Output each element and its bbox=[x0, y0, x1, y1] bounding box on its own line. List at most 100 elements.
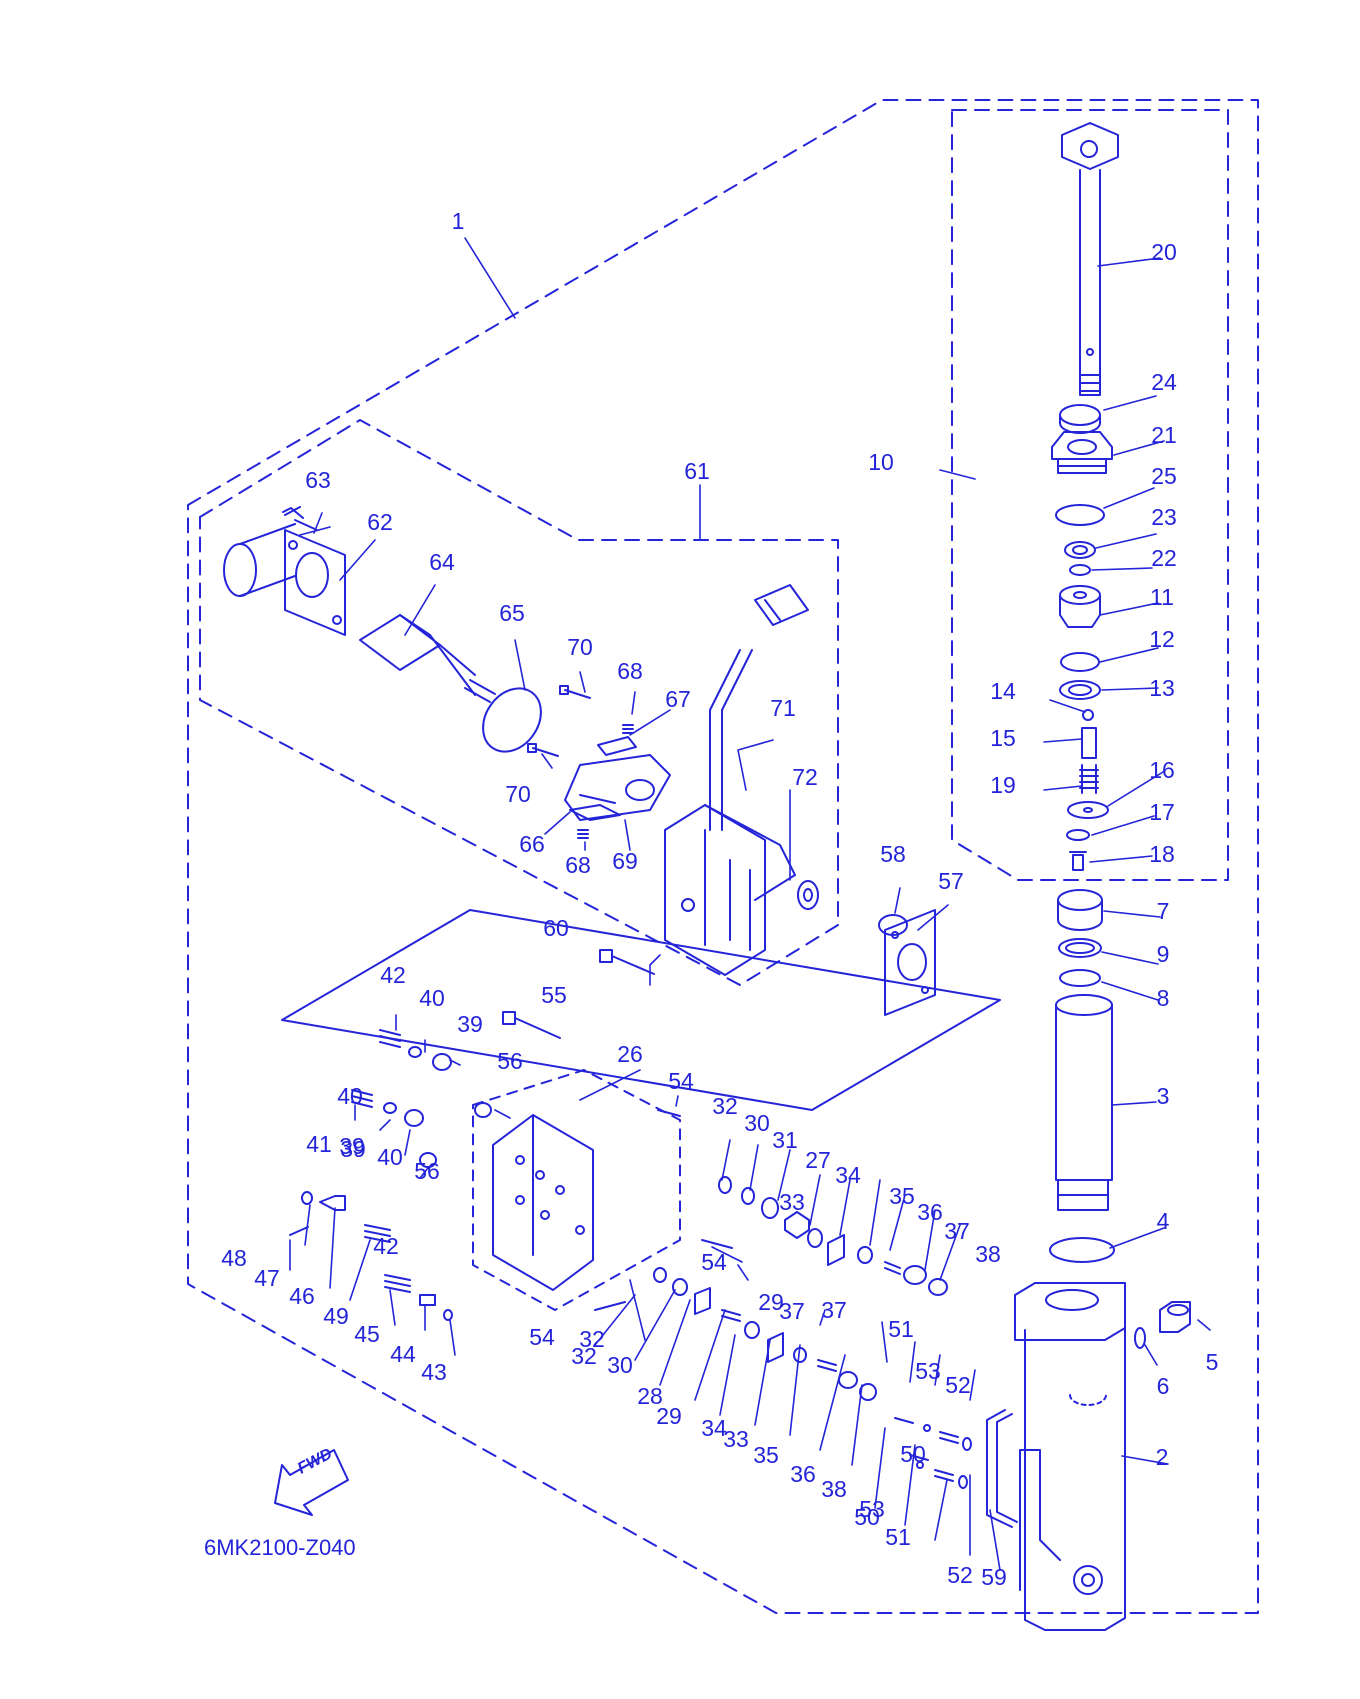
part-23 bbox=[1064, 541, 1096, 559]
spring-68a bbox=[622, 724, 634, 734]
piston-7 bbox=[1057, 889, 1103, 931]
screw-70a bbox=[559, 685, 591, 699]
callout-71-70: 71 bbox=[770, 695, 796, 721]
callout-53-84: 53 bbox=[859, 1496, 885, 1522]
bushing-72 bbox=[797, 880, 819, 910]
callout-10-9: 10 bbox=[868, 449, 894, 475]
callout-61-60: 61 bbox=[684, 458, 710, 484]
callout-45-44: 45 bbox=[354, 1321, 380, 1347]
callout-67-66: 67 bbox=[665, 686, 691, 712]
callout-69-68: 69 bbox=[612, 848, 638, 874]
callout-57-56: 57 bbox=[938, 868, 964, 894]
callout-29-28: 29 bbox=[758, 1289, 784, 1315]
fwd-label: FWD bbox=[295, 1445, 336, 1477]
callout-13-12: 13 bbox=[1149, 675, 1175, 701]
pump-body-71 bbox=[664, 804, 796, 976]
callout-18-17: 18 bbox=[1149, 841, 1175, 867]
callout-3-2: 3 bbox=[1157, 1083, 1170, 1109]
callout-22-21: 22 bbox=[1151, 545, 1177, 571]
callout-32-31: 32 bbox=[712, 1093, 738, 1119]
callout-59-58: 59 bbox=[981, 1564, 1007, 1590]
callout-38-37: 38 bbox=[821, 1476, 847, 1502]
callout-5-4: 5 bbox=[1206, 1349, 1219, 1375]
oring-4 bbox=[1049, 1237, 1115, 1263]
poppet-40a bbox=[408, 1046, 422, 1058]
callout-40-96: 40 bbox=[377, 1144, 403, 1170]
callout-65-64: 65 bbox=[499, 600, 525, 626]
oring-65 bbox=[482, 687, 542, 753]
callout-27-26: 27 bbox=[805, 1147, 831, 1173]
bolt-55 bbox=[502, 1011, 561, 1039]
group-outline-1 bbox=[187, 99, 1259, 1614]
plug-56a bbox=[474, 1102, 492, 1118]
callout-42-76: 42 bbox=[373, 1233, 399, 1259]
ring-9 bbox=[1058, 938, 1102, 958]
callout-21-20: 21 bbox=[1151, 422, 1177, 448]
group-outline-26 bbox=[472, 1069, 681, 1311]
callout-51-50: 51 bbox=[885, 1524, 911, 1550]
valve-stack-upper bbox=[718, 1176, 948, 1296]
callout-2-1: 2 bbox=[1156, 1444, 1169, 1470]
screw-18 bbox=[1069, 851, 1087, 871]
callout-48-47: 48 bbox=[221, 1245, 247, 1271]
callout-55-54: 55 bbox=[541, 982, 567, 1008]
callout-54-77: 54 bbox=[701, 1249, 727, 1275]
rod-20 bbox=[1061, 122, 1119, 396]
seal-13 bbox=[1059, 680, 1101, 700]
armature-64 bbox=[359, 614, 496, 703]
callout-40-39: 40 bbox=[419, 985, 445, 1011]
callout-12-11: 12 bbox=[1149, 626, 1175, 652]
seal-39b bbox=[404, 1109, 424, 1127]
callout-32-78: 32 bbox=[579, 1326, 605, 1352]
callout-20-19: 20 bbox=[1151, 239, 1177, 265]
callout-36-35: 36 bbox=[790, 1461, 816, 1487]
callout-49-48: 49 bbox=[323, 1303, 349, 1329]
valve-11 bbox=[1059, 585, 1101, 628]
callout-25-24: 25 bbox=[1151, 463, 1177, 489]
cylinder-3 bbox=[1055, 994, 1113, 1211]
callout-56-74: 56 bbox=[414, 1158, 440, 1184]
callout-37-82: 37 bbox=[779, 1298, 805, 1324]
callout-40-94: 40 bbox=[337, 1083, 363, 1109]
poppet-40b bbox=[383, 1102, 397, 1114]
callout-50-49: 50 bbox=[854, 1504, 880, 1530]
group-outline-61 bbox=[199, 419, 839, 986]
callout-60-59: 60 bbox=[543, 915, 569, 941]
pin-54b bbox=[701, 1239, 733, 1249]
callout-52-85: 52 bbox=[945, 1372, 971, 1398]
spring-41 bbox=[351, 1089, 373, 1108]
callout-62-61: 62 bbox=[367, 509, 393, 535]
callout-16-15: 16 bbox=[1149, 757, 1175, 783]
callout-26-25: 26 bbox=[617, 1041, 643, 1067]
callout-11-10: 11 bbox=[1150, 584, 1174, 610]
callout-54-53: 54 bbox=[668, 1068, 694, 1094]
callout-42-41: 42 bbox=[380, 962, 406, 988]
callout-64-63: 64 bbox=[429, 549, 455, 575]
callout-39-95: 39 bbox=[339, 1133, 365, 1159]
callout-24-23: 24 bbox=[1151, 369, 1177, 395]
harness-71 bbox=[709, 584, 809, 831]
callout-72-71: 72 bbox=[792, 764, 818, 790]
callout-31-30: 31 bbox=[772, 1127, 798, 1153]
callout-30-29: 30 bbox=[744, 1110, 770, 1136]
callout-58-57: 58 bbox=[880, 841, 906, 867]
callout-70-72: 70 bbox=[505, 781, 531, 807]
callout-50-86: 50 bbox=[900, 1441, 926, 1467]
valve-block-frame bbox=[281, 909, 1001, 1111]
plug-5 bbox=[1159, 1301, 1191, 1333]
pin-15 bbox=[1081, 727, 1097, 759]
cap-21 bbox=[1051, 431, 1113, 474]
callout-54-87: 54 bbox=[529, 1324, 555, 1350]
callout-7-6: 7 bbox=[1157, 898, 1170, 924]
motor-62 bbox=[223, 523, 346, 636]
callout-53-52: 53 bbox=[915, 1358, 941, 1384]
callout-33-32: 33 bbox=[723, 1426, 749, 1452]
callout-39-38: 39 bbox=[457, 1011, 483, 1037]
part-24 bbox=[1059, 404, 1101, 434]
callout-41-40: 41 bbox=[306, 1131, 332, 1157]
spring-68b bbox=[577, 829, 589, 839]
callout-9-8: 9 bbox=[1157, 941, 1170, 967]
oring-12 bbox=[1060, 652, 1100, 672]
callout-36-91: 36 bbox=[917, 1199, 943, 1225]
